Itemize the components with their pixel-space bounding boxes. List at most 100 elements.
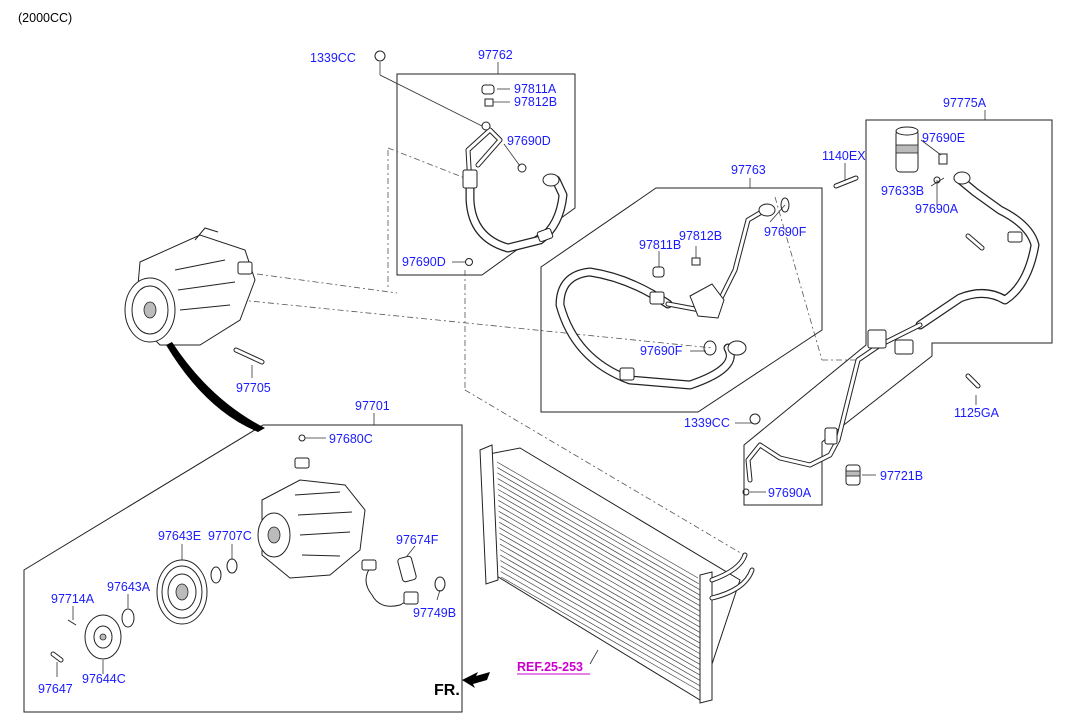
condenser-fin bbox=[498, 505, 704, 625]
expansion-valve-97633B bbox=[895, 126, 919, 173]
label-1140EX[interactable]: 1140EX bbox=[822, 149, 866, 163]
front-label: FR. bbox=[434, 682, 460, 699]
label-97690F-top[interactable]: 97690F bbox=[764, 225, 807, 239]
connector-line bbox=[256, 273, 398, 294]
label-97721B[interactable]: 97721B bbox=[880, 469, 923, 483]
oring-97749B bbox=[434, 576, 446, 592]
label-97705[interactable]: 97705 bbox=[236, 381, 271, 395]
leader-line bbox=[930, 177, 945, 187]
shim-97643A bbox=[121, 608, 135, 628]
condenser-fin bbox=[498, 521, 706, 642]
condenser-fin bbox=[499, 538, 708, 659]
condenser-fin bbox=[497, 494, 703, 613]
nut-1339CC-mid bbox=[749, 413, 761, 425]
label-97690A-top[interactable]: 97690A bbox=[915, 202, 959, 216]
label-97811B[interactable]: 97811B bbox=[639, 238, 681, 252]
condenser-fin bbox=[499, 543, 709, 665]
label-97643A[interactable]: 97643A bbox=[107, 580, 151, 594]
engine-spec-title: (2000CC) bbox=[18, 11, 72, 25]
label-1339CC-mid[interactable]: 1339CC bbox=[684, 416, 730, 430]
cap-97811A bbox=[481, 84, 495, 95]
oring-97690A-top bbox=[933, 176, 941, 184]
bolt-1140EX bbox=[833, 175, 859, 189]
assembly-arrow bbox=[166, 342, 265, 432]
bolt-upper-right bbox=[965, 233, 985, 251]
cap-97811B bbox=[652, 266, 665, 278]
oring-97690F-top bbox=[780, 197, 790, 213]
nut-1339CC-top bbox=[374, 50, 386, 62]
label-1339CC-top[interactable]: 1339CC bbox=[310, 51, 356, 65]
leader-line bbox=[769, 204, 786, 223]
label-97680C[interactable]: 97680C bbox=[329, 432, 373, 446]
label-1125GA[interactable]: 1125GA bbox=[954, 406, 1000, 420]
oring-97690D-top bbox=[517, 163, 527, 173]
sensor-97674F bbox=[361, 555, 419, 607]
leader-line bbox=[589, 649, 599, 665]
label-97714A[interactable]: 97714A bbox=[51, 592, 95, 606]
label-97812B-top[interactable]: 97812B bbox=[514, 95, 557, 109]
bolt-97647 bbox=[50, 651, 64, 663]
condenser-fin bbox=[497, 489, 702, 607]
box-97775A bbox=[743, 119, 1053, 506]
nut-97812B-top bbox=[484, 98, 494, 107]
condenser-fin bbox=[496, 461, 699, 579]
leader-line bbox=[406, 545, 416, 557]
condenser-fin bbox=[500, 554, 710, 676]
label-97749B[interactable]: 97749B bbox=[413, 606, 456, 620]
condenser-fin bbox=[497, 467, 699, 585]
label-97633B[interactable]: 97633B bbox=[881, 184, 924, 198]
box-97763 bbox=[540, 187, 823, 413]
leader-line bbox=[920, 139, 942, 156]
condenser-fin bbox=[497, 483, 701, 602]
condenser-fin bbox=[498, 516, 705, 636]
front-arrow-icon bbox=[462, 672, 490, 688]
bolt-head-top bbox=[481, 121, 491, 131]
oring-97690F-mid bbox=[703, 340, 717, 356]
connector-line bbox=[774, 196, 823, 361]
condenser-fin bbox=[499, 549, 709, 670]
condenser-fin bbox=[498, 500, 703, 619]
reference-label[interactable]: REF.25-253 bbox=[517, 660, 583, 674]
connector-line bbox=[387, 147, 471, 181]
oring-97690A-bottom bbox=[742, 488, 750, 496]
hose-97762 bbox=[462, 127, 568, 253]
label-97707C[interactable]: 97707C bbox=[208, 529, 252, 543]
condenser-fin bbox=[497, 478, 701, 596]
condenser-fin bbox=[499, 532, 707, 653]
label-97690E[interactable]: 97690E bbox=[922, 131, 965, 145]
label-97763[interactable]: 97763 bbox=[731, 163, 766, 177]
label-97811A[interactable]: 97811A bbox=[514, 82, 557, 96]
condenser-fin bbox=[497, 472, 700, 590]
pipe-97775A bbox=[745, 171, 1040, 483]
clutch-hub-97644C bbox=[84, 614, 122, 660]
label-97762[interactable]: 97762 bbox=[478, 48, 513, 62]
pressure-switch-97721B bbox=[845, 464, 861, 486]
label-97644C[interactable]: 97644C bbox=[82, 672, 126, 686]
label-97690D-bottom[interactable]: 97690D bbox=[402, 255, 446, 269]
bolt-1125GA bbox=[965, 373, 981, 389]
label-97647[interactable]: 97647 bbox=[38, 682, 73, 696]
oring-97690D-bottom bbox=[465, 258, 473, 266]
label-97674F[interactable]: 97674F bbox=[396, 533, 439, 547]
label-97690F-mid[interactable]: 97690F bbox=[640, 344, 683, 358]
condenser-fin bbox=[499, 527, 707, 647]
condenser-fin bbox=[500, 576, 713, 699]
condenser-fin bbox=[500, 565, 711, 687]
hose-97763 bbox=[555, 203, 776, 390]
label-97775A[interactable]: 97775A bbox=[943, 96, 987, 110]
bolt-97680C bbox=[298, 434, 306, 442]
bolt-97714A bbox=[67, 619, 77, 626]
leader-line bbox=[379, 74, 487, 129]
label-97812B-mid[interactable]: 97812B bbox=[679, 229, 722, 243]
pulley-97643E bbox=[156, 559, 208, 625]
label-97701[interactable]: 97701 bbox=[355, 399, 390, 413]
connector-line bbox=[464, 389, 745, 556]
bolt-97705 bbox=[233, 347, 265, 365]
box-97701 bbox=[23, 424, 463, 713]
condenser-fin bbox=[500, 560, 711, 682]
label-97690A-bottom[interactable]: 97690A bbox=[768, 486, 812, 500]
label-97690D-top[interactable]: 97690D bbox=[507, 134, 551, 148]
label-97643E[interactable]: 97643E bbox=[158, 529, 201, 543]
oring-97690E bbox=[938, 153, 948, 165]
